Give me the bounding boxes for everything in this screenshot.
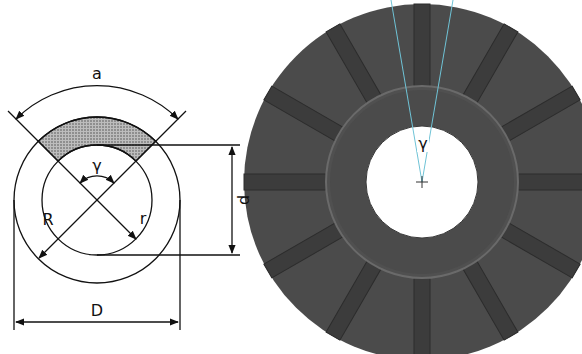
friction-disc bbox=[244, 0, 582, 354]
dimension-label: D bbox=[91, 303, 103, 319]
annulus-sketch bbox=[8, 86, 240, 330]
dimension-label: r bbox=[140, 211, 147, 227]
dimension-label: a bbox=[92, 66, 102, 82]
dimension-label: γ bbox=[92, 158, 101, 174]
dimension-label: R bbox=[42, 212, 53, 228]
dimension-label: d bbox=[236, 195, 252, 205]
dimension-label: γ bbox=[417, 136, 428, 152]
